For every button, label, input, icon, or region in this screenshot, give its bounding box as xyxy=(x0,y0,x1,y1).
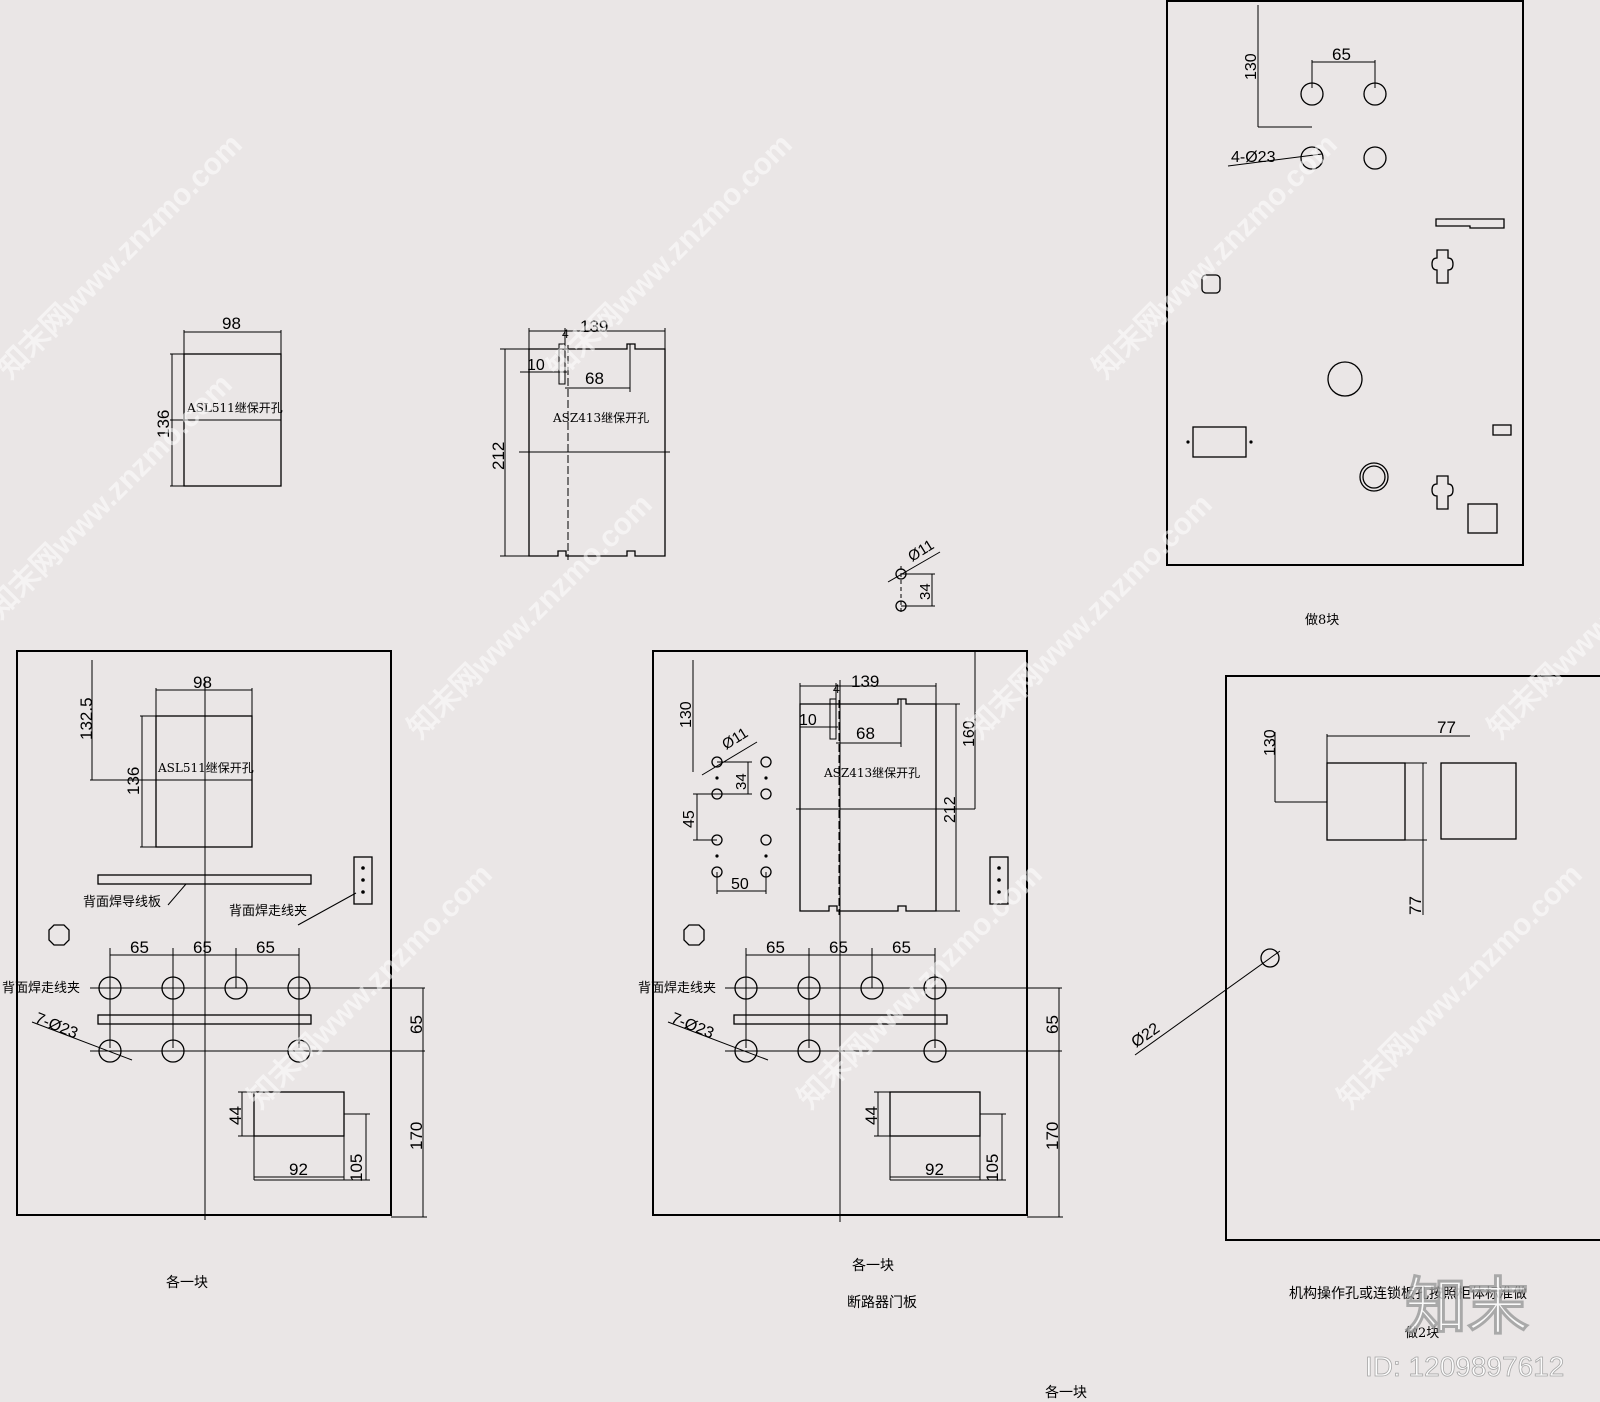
watermark-text: 知末网www.znzmo.com xyxy=(0,128,249,385)
zouxian-label-b: 背面焊走线夹 xyxy=(2,980,80,996)
asl511-label-b: ASL511继保开孔 xyxy=(157,761,254,775)
watermark-layer: 知末网www.znzmo.com 知末网www.znzmo.com 知末网www… xyxy=(0,128,1600,1115)
watermark-text: 知末网www.znzmo.com xyxy=(962,488,1219,745)
dim-34: 34 xyxy=(917,583,934,600)
dim-65: 65 xyxy=(1332,45,1351,64)
dim-50: 50 xyxy=(731,876,749,893)
dim-136: 136 xyxy=(154,410,173,438)
dim-4-phi23: 4-Ø23 xyxy=(1231,149,1276,166)
make-8-label: 做8块 xyxy=(1305,613,1339,628)
phi11-hole-detail: Ø11 34 xyxy=(887,537,941,614)
dim-phi11: Ø11 xyxy=(905,537,937,566)
dim-65-v: 65 xyxy=(407,1015,426,1034)
asl511-label: ASL511继保开孔 xyxy=(186,401,283,415)
dim-phi22: Ø22 xyxy=(1129,1020,1164,1051)
watermark-text: 知末网www.znzmo.com xyxy=(792,858,1049,1115)
dim-130-c: 130 xyxy=(1262,729,1279,756)
dim-92: 92 xyxy=(289,1160,308,1179)
dim-34-b: 34 xyxy=(733,773,750,790)
dim-65-b: 65 xyxy=(193,938,212,957)
watermark-text: 知末网www.znzmo.com xyxy=(1332,858,1589,1115)
zouxian-label-a: 背面焊走线夹 xyxy=(229,903,307,919)
dim-4-b: 4 xyxy=(833,682,840,696)
dim-212: 212 xyxy=(489,442,508,470)
make-2-label: 做2块 xyxy=(1405,1326,1439,1341)
dim-77-b: 77 xyxy=(1406,896,1425,915)
dim-45: 45 xyxy=(681,810,698,828)
breaker-door-label: 断路器门板 xyxy=(847,1295,917,1311)
each-one-label-c: 各一块 xyxy=(1045,1385,1087,1401)
dim-130: 130 xyxy=(1243,53,1260,80)
watermark-text: 知末网www.znzmo.com xyxy=(242,858,499,1115)
watermark-text: 知末网www.znzmo.com xyxy=(0,368,239,625)
dim-139-b: 139 xyxy=(851,672,879,691)
watermark-text: 知末网www.znzmo.com xyxy=(542,128,799,385)
asz413-label: ASZ413继保开孔 xyxy=(552,411,649,425)
dim-77-a: 77 xyxy=(1437,718,1456,737)
dim-65-a: 65 xyxy=(130,938,149,957)
watermark-logo: 知末 xyxy=(1405,1273,1529,1342)
watermark-text: 知末网www.znzmo.com xyxy=(1482,488,1600,745)
dim-68-b: 68 xyxy=(856,724,875,743)
dim-136-b: 136 xyxy=(124,767,143,795)
dim-160: 160 xyxy=(961,720,978,747)
dim-130-b: 130 xyxy=(678,701,695,728)
each-one-label-b: 各一块 xyxy=(852,1258,894,1274)
asl511-cutout-detail: 98 136 ASL511继保开孔 xyxy=(154,314,283,487)
mechanism-panel: 130 77 77 Ø22 xyxy=(1129,675,1600,1241)
breaker-door-panel: 139 4 10 68 130 Ø11 34 45 50 160 212 ASZ… xyxy=(638,650,1063,1222)
dim-phi11-b: Ø11 xyxy=(719,725,751,754)
dim-139: 139 xyxy=(580,317,608,336)
dim-170-b: 170 xyxy=(1043,1122,1062,1150)
dim-68: 68 xyxy=(585,369,604,388)
watermark-text: 知末网www.znzmo.com xyxy=(402,488,659,745)
dim-132-5: 132.5 xyxy=(77,697,96,740)
dim-44-b: 44 xyxy=(862,1106,881,1125)
dim-65-f: 65 xyxy=(892,938,911,957)
dim-10-b: 10 xyxy=(799,712,817,729)
dim-65-e: 65 xyxy=(829,938,848,957)
dim-92-b: 92 xyxy=(925,1160,944,1179)
dim-170: 170 xyxy=(407,1122,426,1150)
dim-98-b: 98 xyxy=(193,673,212,692)
watermark-id: ID: 1209897612 xyxy=(1365,1351,1564,1382)
asz413-label-b: ASZ413继保开孔 xyxy=(823,766,920,780)
dim-7-phi23-b: 7-Ø23 xyxy=(669,1010,717,1042)
dim-105: 105 xyxy=(347,1154,366,1182)
dim-44: 44 xyxy=(226,1106,245,1125)
dim-65-v-b: 65 xyxy=(1043,1015,1062,1034)
mechanism-note: 机构操作孔或连锁板孔按照柜体标准做 xyxy=(1289,1286,1527,1302)
dim-4: 4 xyxy=(562,327,569,341)
asz413-cutout-detail: 139 4 10 68 212 ASZ413继保开孔 xyxy=(489,317,670,560)
dim-65-d: 65 xyxy=(766,938,785,957)
watermark-text: 知末网www.znzmo.com xyxy=(1087,128,1344,385)
dim-10: 10 xyxy=(527,357,545,374)
daoxian-label: 背面焊导线板 xyxy=(83,894,161,910)
dim-98: 98 xyxy=(222,314,241,333)
zouxian-label-c: 背面焊走线夹 xyxy=(638,980,716,996)
dim-212-b: 212 xyxy=(942,796,959,823)
dim-7-phi23: 7-Ø23 xyxy=(33,1010,81,1042)
dim-105-b: 105 xyxy=(983,1154,1002,1182)
bottom-left-panel: 98 132.5 136 ASL511继保开孔 背面焊导线板 背面焊走线夹 65… xyxy=(2,650,427,1220)
top-right-panel: 130 65 4-Ø23 xyxy=(1166,0,1524,566)
each-one-label-a: 各一块 xyxy=(166,1275,208,1291)
dim-65-c: 65 xyxy=(256,938,275,957)
